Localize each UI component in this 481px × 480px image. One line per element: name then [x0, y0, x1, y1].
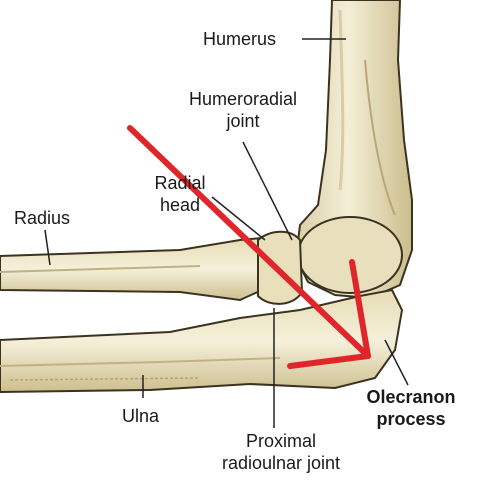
red-arrow [127, 125, 371, 369]
leader-humeroradial [242, 141, 293, 241]
label-radial-head-line2: head [159, 195, 201, 215]
humerus-bone [294, 0, 413, 300]
label-proximal-line2: radioulnar joint [221, 453, 341, 473]
label-humeroradial-line2: joint [226, 111, 260, 131]
label-humeroradial-line1: Humeroradial [188, 89, 298, 109]
label-olecranon-line2: process [376, 409, 446, 429]
label-humerus: Humerus [203, 29, 277, 49]
leader-radial-head [211, 196, 266, 241]
label-radial-head-line1: Radial [154, 173, 206, 193]
label-radial-head: Radial head [140, 172, 220, 216]
leader-olecranon [384, 339, 409, 386]
label-olecranon-line1: Olecranon [366, 387, 456, 407]
label-proximal-line1: Proximal [245, 431, 316, 451]
radius-bone [0, 236, 270, 302]
leader-lines [44, 38, 409, 428]
label-radius: Radius [14, 208, 71, 228]
label-olecranon-process: Olecranon process [352, 386, 470, 430]
ulna-bone [0, 288, 404, 394]
label-ulna: Ulna [122, 406, 160, 426]
label-proximal-radioulnar-joint: Proximal radioulnar joint [196, 430, 366, 474]
leader-radius [44, 229, 51, 266]
label-humeroradial: Humeroradial joint [163, 88, 323, 132]
